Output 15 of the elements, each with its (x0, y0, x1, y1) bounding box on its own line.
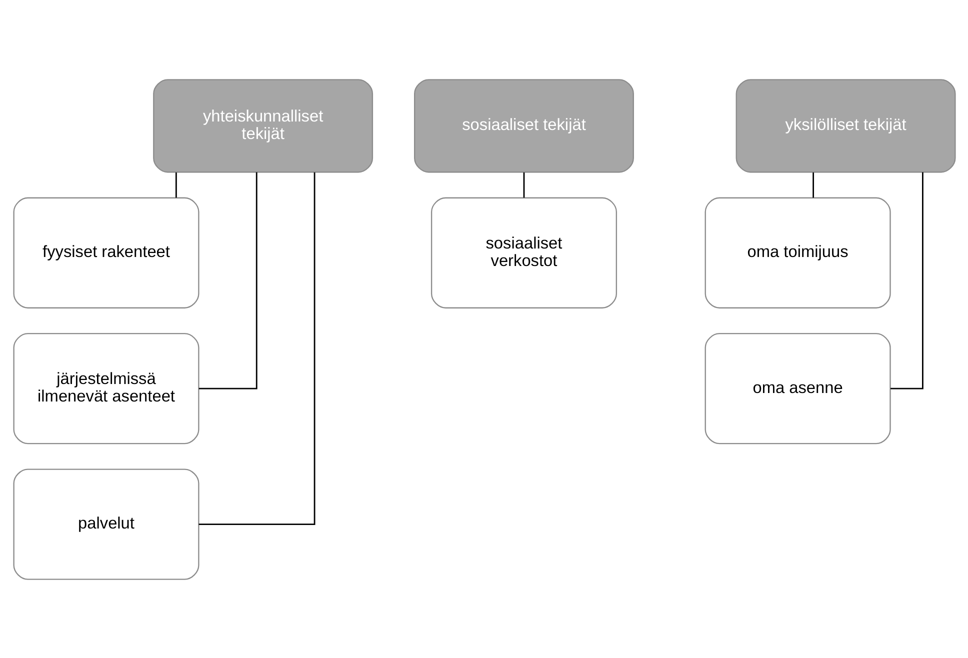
node-box: sosiaaliset tekijät (414, 78, 634, 172)
node-box: oma toimijuus (704, 196, 890, 308)
node-box: fyysiset rakenteet (12, 196, 199, 308)
connector (198, 172, 315, 525)
connector (198, 172, 257, 389)
node-box: yksilölliset tekijät (735, 78, 956, 172)
connector (890, 172, 923, 389)
node-box: järjestelmissä ilmenevät asenteet (12, 332, 199, 444)
connector (812, 172, 814, 198)
connector (174, 172, 176, 198)
node-box: yhteiskunnalliset tekijät (152, 78, 373, 172)
node-box: oma asenne (704, 332, 890, 444)
node-box: sosiaaliset verkostot (430, 196, 617, 308)
connector (522, 172, 524, 198)
node-box: palvelut (12, 468, 199, 580)
